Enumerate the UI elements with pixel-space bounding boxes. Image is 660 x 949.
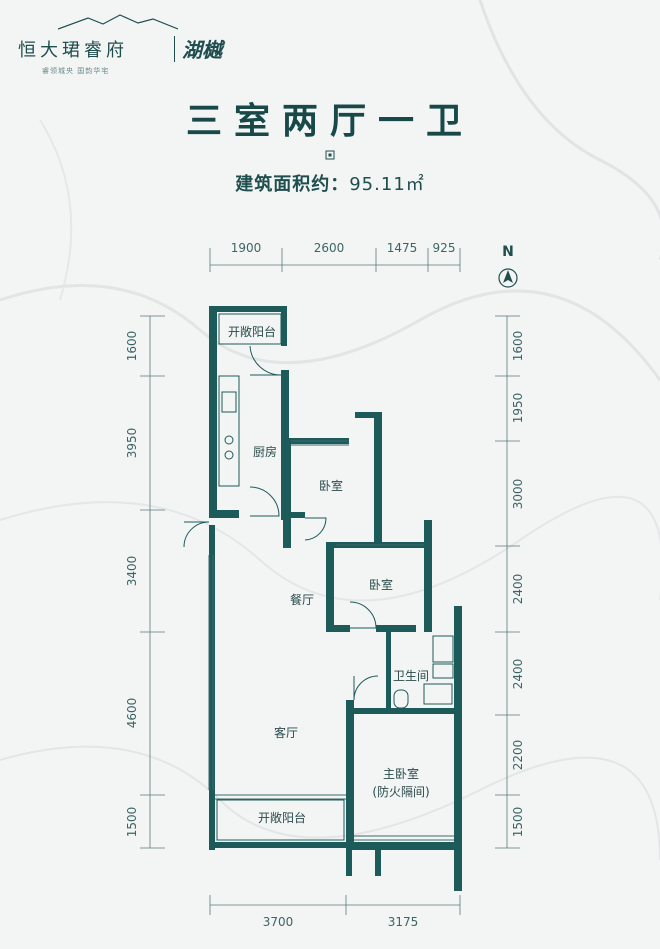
room-master-bedroom: 主卧室 (383, 766, 419, 781)
brand-header: 恒大珺睿府 湖樾 睿领城央 国韵华宅 (18, 14, 258, 75)
dim-right-4: 2400 (511, 574, 525, 605)
brand-slogan: 睿领城央 国韵华宅 (42, 67, 110, 75)
bathroom-fixtures (393, 635, 454, 709)
dim-right-5: 2400 (511, 659, 525, 690)
room-living: 客厅 (274, 725, 298, 740)
balcony-railings (216, 313, 345, 841)
ornament-icon (325, 150, 335, 160)
room-bathroom: 卫生间 (393, 669, 429, 683)
dim-bottom-1: 3700 (263, 915, 294, 929)
dim-left-1: 1600 (125, 331, 139, 362)
room-bedroom-2: 卧室 (369, 577, 393, 592)
dim-right-6: 2200 (511, 740, 525, 771)
dim-left-5: 1500 (125, 807, 139, 838)
kitchen-counter (218, 375, 240, 487)
walls (209, 306, 462, 891)
dim-bottom-2: 3175 (388, 915, 419, 929)
room-master-note: (防火隔间) (372, 784, 429, 799)
dim-top-2: 2600 (314, 241, 345, 255)
mountain-logo-icon (58, 14, 178, 30)
area-label: 建筑面积约： (235, 174, 350, 195)
dim-left-4: 4600 (125, 698, 139, 729)
dim-left-2: 3950 (125, 428, 139, 459)
room-bedroom-1: 卧室 (319, 478, 343, 493)
brand-divider (174, 36, 175, 62)
dim-right-7: 1500 (511, 807, 525, 838)
room-kitchen: 厨房 (253, 444, 277, 459)
dim-right-1: 1600 (511, 331, 525, 362)
windows (208, 440, 454, 841)
room-balcony-top: 开敞阳台 (228, 324, 276, 339)
area-line: 建筑面积约：95.11㎡ (0, 170, 660, 196)
area-value: 95.11㎡ (349, 174, 425, 195)
brand-name: 恒大珺睿府 (18, 40, 128, 61)
dim-top-3: 1475 (387, 241, 418, 255)
dim-top-1: 1900 (231, 241, 262, 255)
north-compass-icon: N (498, 244, 518, 288)
room-balcony-bottom: 开敞阳台 (258, 810, 306, 825)
dimension-lines (140, 248, 520, 915)
dim-left-3: 3400 (125, 556, 139, 587)
dim-right-3: 3000 (511, 479, 525, 510)
doors (183, 345, 379, 701)
room-dining: 餐厅 (290, 592, 314, 607)
brand-sub-name: 湖樾 (182, 38, 222, 62)
dim-right-2: 1950 (511, 393, 525, 424)
dim-top-4: 925 (433, 241, 456, 255)
page-title: 三室两厅一卫 (185, 100, 474, 142)
compass-label: N (502, 244, 514, 260)
